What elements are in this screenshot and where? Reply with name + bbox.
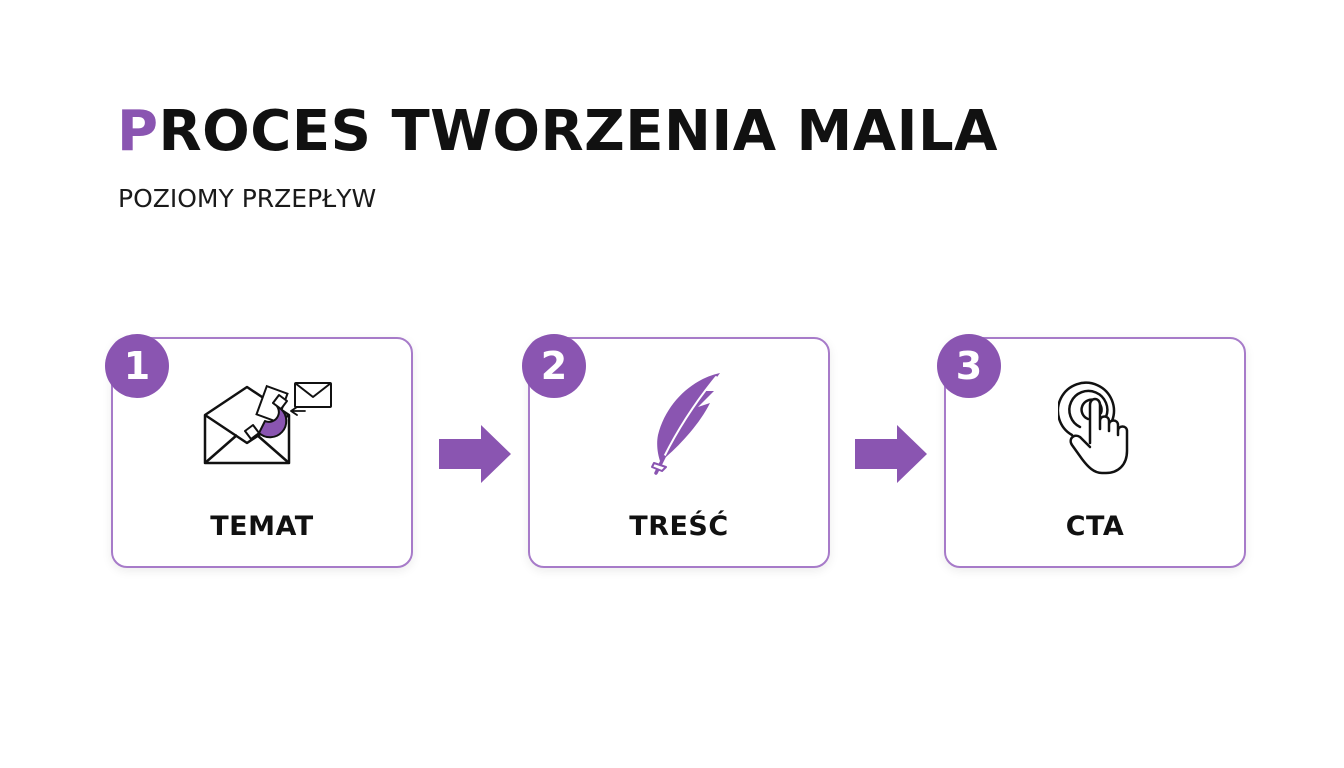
page-title-text: ROCES TWORZENIA MAILA xyxy=(158,99,998,164)
step-label: TREŚĆ xyxy=(629,511,729,542)
page-subtitle: POZIOMY PRZEPŁYW xyxy=(118,184,377,213)
step-label: TEMAT xyxy=(210,511,314,542)
page-title: PROCES TWORZENIA MAILA xyxy=(117,104,998,160)
envelope-magnet-icon xyxy=(203,382,332,465)
step-number-badge: 3 xyxy=(937,334,1001,398)
step-card-temat: TEMAT xyxy=(111,337,413,568)
step-number-badge: 2 xyxy=(522,334,586,398)
arrow-right-icon xyxy=(439,425,511,483)
arrow-right-icon xyxy=(855,425,927,483)
page-title-accent-letter: P xyxy=(117,99,159,164)
step-label: CTA xyxy=(1065,511,1125,542)
feather-quill-icon xyxy=(651,373,720,475)
step-number-badge: 1 xyxy=(105,334,169,398)
hand-click-icon xyxy=(1058,381,1129,475)
